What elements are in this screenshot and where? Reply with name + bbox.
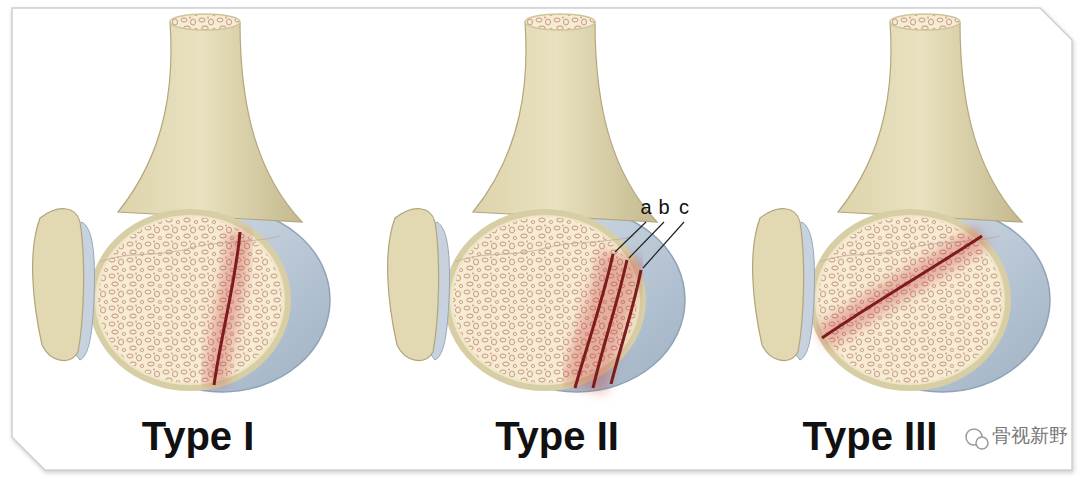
leader-lines — [615, 222, 684, 268]
femur-type-2 — [388, 14, 685, 392]
type-label: Type I — [142, 414, 255, 458]
type-label: Type II — [495, 414, 619, 458]
callout-letter: c — [679, 196, 689, 218]
watermark: 骨视新野 — [992, 426, 1068, 447]
callout-letter: b — [658, 196, 669, 218]
femur-type-3 — [753, 14, 1050, 392]
watermark-icon — [966, 429, 988, 449]
femur-type-1 — [33, 14, 330, 392]
callout-letter: a — [640, 196, 651, 218]
type-label: Type III — [803, 414, 938, 458]
frame — [12, 8, 1072, 470]
